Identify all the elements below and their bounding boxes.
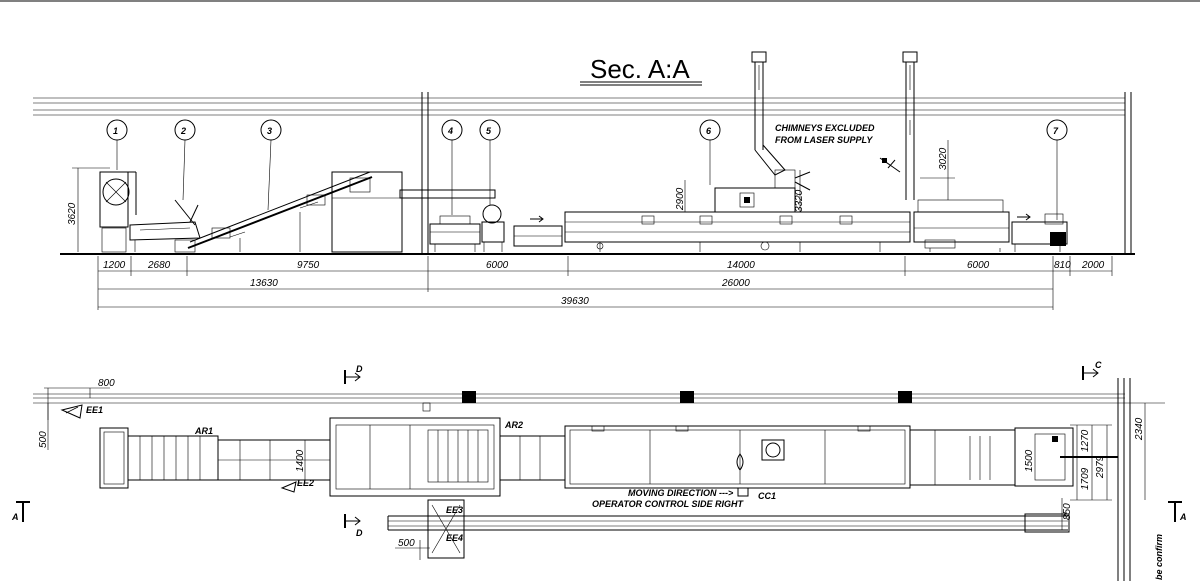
dim-2000: 2000	[1081, 260, 1105, 271]
cc1-marker	[737, 487, 749, 497]
callout-6-label: 6	[706, 126, 712, 136]
machine-cooling-section	[913, 199, 1010, 252]
cc1-label: CC1	[758, 491, 776, 501]
section-c-label: C	[1095, 360, 1102, 370]
section-d-bottom-label: D	[356, 528, 363, 538]
dim-line-row-1	[97, 256, 1113, 310]
machine-7-packer	[1011, 213, 1068, 252]
ee2-label: EE2	[297, 478, 314, 488]
callout-1-label: 1	[113, 126, 118, 136]
dim-39630: 39630	[561, 296, 589, 307]
section-mark-c	[1082, 366, 1099, 380]
callout-7: 7	[1046, 119, 1068, 220]
section-a-left-label: A	[11, 512, 19, 522]
ar1-label: AR1	[194, 426, 213, 436]
callout-4-label: 4	[447, 126, 453, 136]
note-line-1: CHIMNEYS EXCLUDED	[775, 123, 875, 133]
machine-5-pump	[481, 204, 563, 252]
plan-dim-850: 850	[1062, 503, 1073, 520]
callout-1: 1	[106, 119, 128, 170]
height-dim-3320: 3320	[794, 170, 805, 212]
plan-dim-1709: 1709	[1080, 467, 1091, 490]
height-dim-3620: 3620	[67, 167, 110, 252]
building-lines	[33, 92, 1135, 255]
machine-1-feeder	[99, 171, 137, 253]
section-mark-d-bottom	[344, 514, 361, 528]
plan-dim-500-bottom-text: 500	[398, 538, 415, 549]
note-line-2: FROM LASER SUPPLY	[775, 135, 873, 145]
height-dim-2900: 2900	[675, 180, 686, 212]
ee3-label: EE3	[446, 505, 463, 515]
plan-dim-800-text: 800	[98, 378, 115, 389]
machine-6-dryer	[564, 187, 911, 252]
plan-dim-800	[44, 387, 110, 420]
height-dim-2900-text: 2900	[675, 187, 686, 211]
dim-6000-a: 6000	[486, 260, 509, 271]
callout-3: 3	[260, 119, 282, 211]
callout-3-label: 3	[267, 126, 272, 136]
chimney-right	[879, 51, 918, 200]
plan-dim-2340: 2340	[1134, 417, 1145, 441]
machine-2-hopper	[129, 199, 201, 253]
operator-side-label: OPERATOR CONTROL SIDE RIGHT	[592, 499, 745, 509]
plan-dim-1270: 1270	[1080, 429, 1091, 452]
callout-7-label: 7	[1053, 126, 1059, 136]
machine-4-table	[429, 215, 481, 252]
section-mark-a-right	[1168, 501, 1182, 522]
plan-right-dims	[1061, 403, 1146, 530]
ee1-label: EE1	[86, 405, 103, 415]
dim-26000: 26000	[721, 278, 750, 289]
dim-6000-b: 6000	[967, 260, 990, 271]
dim-9750: 9750	[297, 260, 320, 271]
height-dim-3620-text: 3620	[67, 202, 78, 225]
be-confirm-note: be confirm	[1154, 534, 1164, 580]
height-dim-3020-text: 3020	[938, 147, 949, 170]
dim-14000: 14000	[727, 260, 755, 271]
plan-dim-500-bottom	[395, 540, 430, 560]
callout-4: 4	[441, 119, 463, 215]
callout-2: 2	[174, 119, 196, 201]
callout-5-label: 5	[486, 126, 492, 136]
dim-810: 810	[1054, 260, 1071, 271]
machine-3-inclined-conveyor	[187, 171, 496, 253]
moving-direction-label: MOVING DIRECTION --->	[628, 488, 734, 498]
height-dim-3320-text: 3320	[794, 189, 805, 212]
section-mark-a-left	[16, 501, 30, 522]
ee2-marker	[280, 481, 297, 493]
chimney-left	[751, 51, 811, 191]
plan-dim-1500: 1500	[1024, 449, 1035, 472]
section-d-top-label: D	[356, 364, 363, 374]
ee1-marker	[60, 404, 83, 419]
dim-13630: 13630	[250, 278, 278, 289]
plan-dim-1400: 1400	[295, 449, 306, 472]
ar2-label: AR2	[504, 420, 523, 430]
dim-2680: 2680	[147, 260, 171, 271]
dim-1200: 1200	[103, 260, 126, 271]
plan-building-lines	[33, 378, 1165, 581]
flow-arrows	[530, 213, 1031, 223]
height-dim-3020: 3020	[920, 140, 955, 200]
callout-2-label: 2	[180, 126, 186, 136]
section-a-right-label: A	[1179, 512, 1187, 522]
plan-return-conveyor	[387, 499, 1070, 559]
ee4-label: EE4	[446, 533, 463, 543]
callout-5: 5	[479, 119, 501, 205]
plan-production-line	[99, 417, 1118, 497]
plan-dim-500-left-text: 500	[38, 431, 49, 448]
section-mark-d-top	[344, 370, 361, 384]
plan-dim-2979: 2979	[1095, 455, 1106, 479]
callout-6: 6	[699, 119, 721, 185]
section-title: Sec. A:A	[590, 54, 690, 84]
